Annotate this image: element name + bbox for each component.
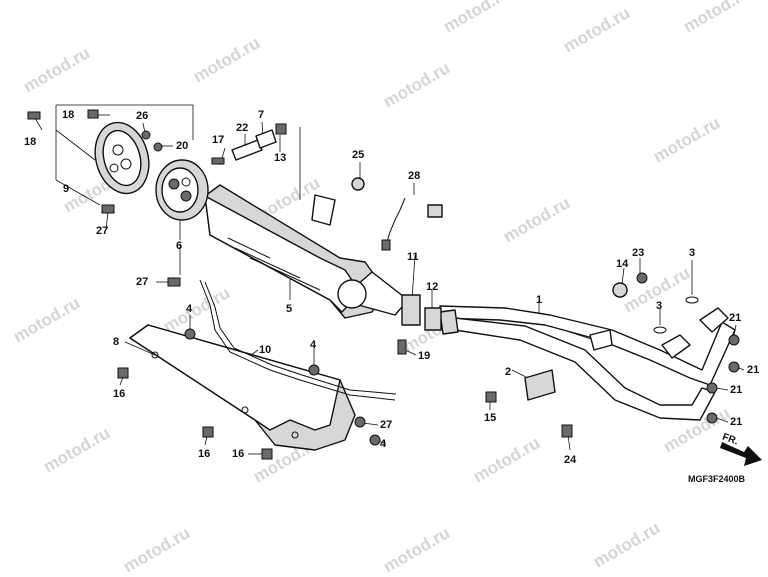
callout-16: 16 <box>198 448 211 460</box>
callout-22: 22 <box>236 122 249 134</box>
callout-16: 16 <box>113 388 126 400</box>
callout-1: 1 <box>536 294 543 306</box>
muffler-protector <box>129 324 356 451</box>
callout-9: 9 <box>63 183 70 195</box>
callout-23: 23 <box>632 247 645 259</box>
fasteners <box>27 109 740 460</box>
callout-12: 12 <box>426 281 439 293</box>
diagram-code: MGF3F2400B <box>688 474 746 484</box>
callout-15: 15 <box>484 412 497 424</box>
callout-6: 6 <box>176 240 183 252</box>
callout-10: 10 <box>259 344 272 356</box>
callout-21: 21 <box>747 364 760 376</box>
callout-27: 27 <box>136 276 149 288</box>
protector-bracket <box>199 279 397 401</box>
callout-13: 13 <box>274 152 287 164</box>
callout-5: 5 <box>286 303 293 315</box>
callout-20: 20 <box>176 140 189 152</box>
callout-4: 4 <box>310 339 317 351</box>
callout-19: 19 <box>418 350 431 362</box>
callout-11: 11 <box>407 251 419 263</box>
callout-7: 7 <box>258 109 265 121</box>
callout-27: 27 <box>96 225 109 237</box>
callout-28: 28 <box>408 170 421 182</box>
callout-21: 21 <box>730 384 743 396</box>
callout-3: 3 <box>656 300 663 312</box>
callout-21: 21 <box>730 416 743 428</box>
callout-8: 8 <box>113 336 120 348</box>
callout-3: 3 <box>689 247 696 259</box>
end-cover <box>94 121 150 195</box>
callout-4: 4 <box>186 303 193 315</box>
callout-2: 2 <box>505 366 512 378</box>
callout-16: 16 <box>232 448 245 460</box>
front-arrow-icon <box>720 442 762 466</box>
muffler <box>204 184 409 319</box>
callout-4: 4 <box>380 438 387 450</box>
callout-14: 14 <box>616 258 629 270</box>
callout-17: 17 <box>212 134 225 146</box>
callout-27: 27 <box>380 419 393 431</box>
callout-25: 25 <box>352 149 365 161</box>
callout-24: 24 <box>564 454 577 466</box>
muffler-end-cap <box>155 159 209 221</box>
callout-18: 18 <box>24 136 37 148</box>
callout-21: 21 <box>729 312 742 324</box>
exhaust-pipe <box>439 305 736 421</box>
callout-18: 18 <box>62 109 75 121</box>
callout-26: 26 <box>136 110 149 122</box>
